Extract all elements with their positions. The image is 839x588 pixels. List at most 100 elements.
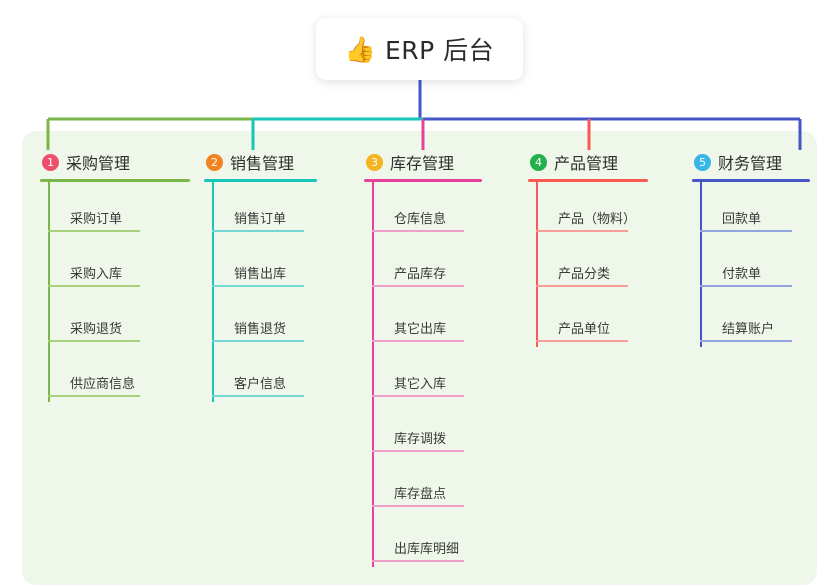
leaf-label: 库存盘点 [394,487,447,502]
column-header-rule-4 [528,179,648,182]
column-title-3: 库存管理 [390,154,455,173]
column-spine-4 [536,182,538,347]
column-header-rule-3 [364,179,482,182]
leaf-rule [212,395,304,397]
column-title-5: 财务管理 [718,154,783,173]
column-5: 5 财务管理回款单付款单结算账户 [692,150,810,347]
column-spine-1 [48,182,50,402]
leaf-label: 采购订单 [70,212,123,227]
leaf-rule [536,285,628,287]
column-title-2: 销售管理 [230,154,295,173]
leaf-rule [700,230,792,232]
leaf-label: 产品单位 [558,322,611,337]
leaf-label: 供应商信息 [70,377,136,392]
column-badge-3: 3 [366,153,383,171]
leaf-rule [700,340,792,342]
column-header-2[interactable]: 2 销售管理 [204,150,317,174]
leaf-rule [372,230,464,232]
column-header-4[interactable]: 4 产品管理 [528,150,648,174]
leaf-item[interactable]: 出库库明细 [372,512,482,567]
leaf-item[interactable]: 其它出库 [372,292,482,347]
leaf-item[interactable]: 供应商信息 [48,347,190,402]
column-spine-3 [372,182,374,567]
leaf-rule [372,560,464,562]
leaf-rule [372,285,464,287]
leaf-item[interactable]: 采购退货 [48,292,190,347]
column-1: 1 采购管理采购订单采购入库采购退货供应商信息 [40,150,190,402]
column-badge-2: 2 [206,153,223,171]
leaf-label: 客户信息 [234,377,287,392]
leaf-item[interactable]: 库存调拨 [372,402,482,457]
leaf-item[interactable]: 采购订单 [48,182,190,237]
leaf-label: 其它入库 [394,377,447,392]
leaf-item[interactable]: 客户信息 [212,347,317,402]
column-2: 2 销售管理销售订单销售出库销售退货客户信息 [204,150,317,402]
column-header-rule-1 [40,179,190,182]
leaf-label: 采购退货 [70,322,123,337]
leaf-label: 库存调拨 [394,432,447,447]
column-spine-5 [700,182,702,347]
leaf-item[interactable]: 付款单 [700,237,810,292]
leaf-label: 付款单 [722,267,762,282]
leaf-item[interactable]: 销售出库 [212,237,317,292]
leaf-item[interactable]: 仓库信息 [372,182,482,237]
column-header-3[interactable]: 3 库存管理 [364,150,482,174]
column-items-4: 产品（物料） 产品分类产品单位 [528,182,648,347]
leaf-rule [212,230,304,232]
leaf-label: 产品库存 [394,267,447,282]
leaf-rule [212,340,304,342]
leaf-rule [48,340,140,342]
column-badge-1: 1 [42,153,59,171]
column-badge-5: 5 [694,153,711,171]
leaf-rule [372,450,464,452]
column-4: 4 产品管理产品（物料） 产品分类产品单位 [528,150,648,347]
root-title: ERP 后台 [384,36,495,65]
leaf-label: 结算账户 [722,322,775,337]
leaf-item[interactable]: 结算账户 [700,292,810,347]
column-title-1: 采购管理 [66,154,131,173]
leaf-rule [536,340,628,342]
column-items-3: 仓库信息产品库存其它出库其它入库库存调拨库存盘点出库库明细 [364,182,482,567]
leaf-label: 销售订单 [234,212,287,227]
leaf-rule [48,230,140,232]
leaf-rule [372,505,464,507]
column-header-rule-2 [204,179,317,182]
leaf-item[interactable]: 销售订单 [212,182,317,237]
leaf-item[interactable]: 采购入库 [48,237,190,292]
leaf-label: 回款单 [722,212,762,227]
column-spine-2 [212,182,214,402]
leaf-label: 仓库信息 [394,212,447,227]
diagram-panel [22,131,817,585]
leaf-item[interactable]: 库存盘点 [372,457,482,512]
leaf-rule [212,285,304,287]
thumbs-up-icon: 👍 [344,34,376,64]
leaf-rule [372,395,464,397]
leaf-rule [48,395,140,397]
leaf-item[interactable]: 产品（物料） [536,182,648,237]
column-items-5: 回款单付款单结算账户 [692,182,810,347]
leaf-item[interactable]: 产品分类 [536,237,648,292]
leaf-label: 销售出库 [234,267,287,282]
leaf-rule [700,285,792,287]
leaf-label: 出库库明细 [394,542,460,557]
leaf-item[interactable]: 回款单 [700,182,810,237]
leaf-label: 采购入库 [70,267,123,282]
column-3: 3 库存管理仓库信息产品库存其它出库其它入库库存调拨库存盘点出库库明细 [364,150,482,567]
column-badge-4: 4 [530,153,547,171]
column-items-1: 采购订单采购入库采购退货供应商信息 [40,182,190,402]
leaf-label: 销售退货 [234,322,287,337]
column-title-4: 产品管理 [554,154,619,173]
column-header-5[interactable]: 5 财务管理 [692,150,810,174]
leaf-rule [48,285,140,287]
leaf-label: 产品（物料） [558,212,637,227]
leaf-rule [536,230,628,232]
leaf-item[interactable]: 其它入库 [372,347,482,402]
column-header-1[interactable]: 1 采购管理 [40,150,190,174]
leaf-item[interactable]: 产品库存 [372,237,482,292]
leaf-item[interactable]: 产品单位 [536,292,648,347]
root-node[interactable]: 👍 ERP 后台 [316,18,523,80]
leaf-rule [372,340,464,342]
leaf-item[interactable]: 销售退货 [212,292,317,347]
column-header-rule-5 [692,179,810,182]
